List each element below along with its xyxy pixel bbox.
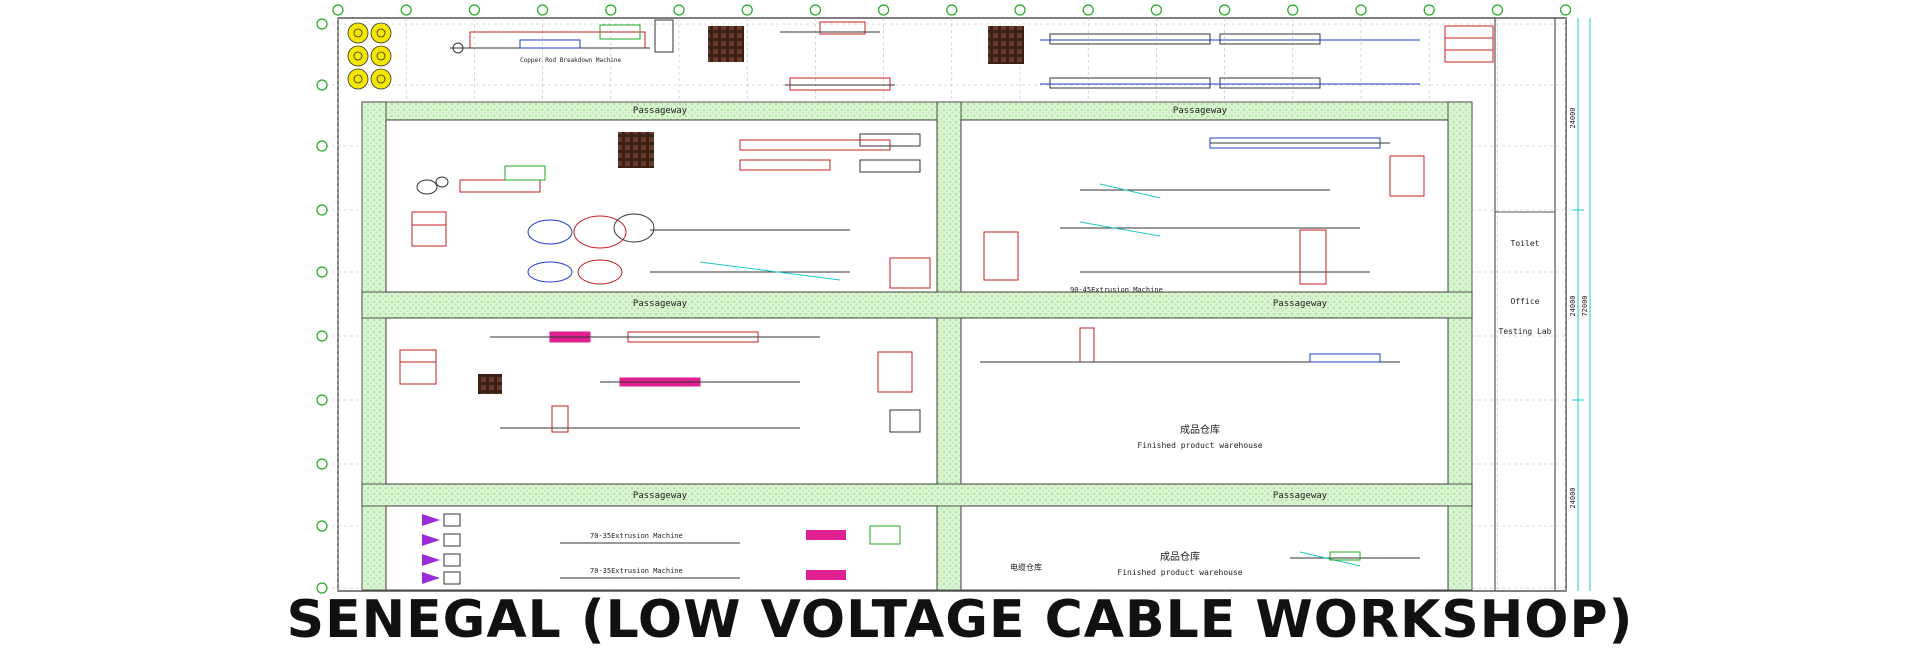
storage-racks [478, 26, 1024, 394]
dimension-label: 24000 [1569, 107, 1577, 128]
column-marker [673, 4, 685, 16]
finished-warehouse-cn: 成品仓库 [1180, 423, 1220, 436]
column-marker [1218, 4, 1231, 16]
passageway-label: Passageway [633, 106, 688, 116]
bay5-machinery [422, 513, 901, 585]
row-marker [316, 140, 328, 152]
row-marker [316, 266, 328, 278]
top-machinery [780, 21, 1494, 91]
bay1-machinery [411, 133, 931, 289]
dimension-label: 24000 [1569, 295, 1577, 316]
column-marker [1082, 4, 1094, 16]
column-marker [1355, 4, 1367, 16]
column-marker [1491, 4, 1504, 16]
passageway-label: Passageway [633, 299, 688, 309]
column-marker [605, 4, 617, 16]
row-marker [316, 582, 328, 594]
row-marker [316, 18, 328, 30]
passageway-label: Passageway [1173, 106, 1228, 116]
column-marker [468, 4, 480, 16]
cable-warehouse-cn: 电缆仓库 [1010, 562, 1042, 572]
passageway-label: Passageway [1273, 491, 1328, 501]
column-marker [1423, 4, 1435, 16]
bay6-machinery [1290, 551, 1420, 567]
finished-warehouse-cn-2: 成品仓库 [1160, 550, 1200, 563]
bay4-machinery [980, 327, 1400, 363]
toilet-label: Toilet [1511, 239, 1540, 248]
office-label: Office [1511, 297, 1540, 306]
dimension-lines [1572, 18, 1591, 591]
finished-warehouse-en: Finished product warehouse [1137, 441, 1262, 450]
dimension-total-label: 72000 [1581, 295, 1589, 316]
page-title: SENEGAL (LOW VOLTAGE CABLE WORKSHOP) [286, 590, 1634, 650]
extrusion-70-35-label-b: 70-35Extrusion Machine [590, 567, 683, 575]
row-marker [316, 458, 328, 470]
row-marker [316, 520, 328, 532]
column-marker [1559, 4, 1572, 16]
row-marker [316, 204, 328, 216]
row-marker [316, 79, 328, 91]
dimension-label: 24000 [1569, 487, 1577, 508]
bay3-machinery [399, 331, 921, 433]
copper-rod-label: Copper Rod Breakdown Machine [520, 57, 622, 64]
column-marker [332, 4, 344, 16]
column-marker [741, 4, 753, 16]
row-marker [316, 394, 328, 406]
bay2-machinery [983, 137, 1425, 285]
column-marker [1014, 4, 1026, 16]
copper-rod-breakdown-machine [450, 19, 674, 54]
column-marker [877, 4, 890, 16]
column-marker [536, 4, 549, 16]
column-marker [1287, 4, 1299, 16]
passageway-label: Passageway [1273, 299, 1328, 309]
finished-warehouse-en-2: Finished product warehouse [1117, 568, 1242, 577]
row-marker [316, 330, 328, 342]
column-marker [809, 4, 822, 16]
copper-coil-stock [347, 22, 392, 90]
extrusion-70-35-label-a: 70-35Extrusion Machine [590, 532, 683, 540]
column-marker [1150, 4, 1163, 16]
extrusion-90-45-label: 90-45Extrusion Machine [1070, 286, 1163, 294]
column-marker [946, 4, 958, 16]
column-marker [400, 4, 412, 16]
workshop-bays [385, 119, 1449, 591]
testing-lab-label: Testing Lab [1499, 327, 1552, 336]
passageway-label: Passageway [633, 491, 688, 501]
